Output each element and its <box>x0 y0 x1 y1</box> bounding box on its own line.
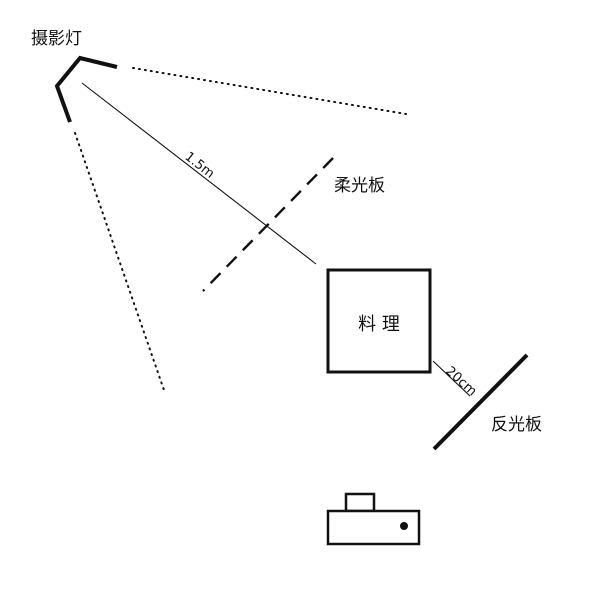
diffuser-panel <box>202 157 334 292</box>
reflector-label: 反光板 <box>491 415 542 435</box>
light-label: 摄影灯 <box>31 29 82 49</box>
diffuser-label: 柔光板 <box>334 176 385 196</box>
reflector-distance-line <box>432 360 471 397</box>
reflector-distance-label: 20cm <box>442 364 479 399</box>
light-beam-upper <box>132 67 407 115</box>
studio-light-icon <box>54 55 118 123</box>
light-beam-lower <box>74 132 166 394</box>
camera-icon <box>326 492 421 546</box>
food-area <box>326 268 432 374</box>
reflector-panel <box>432 353 529 451</box>
food-label: 料 理 <box>358 314 400 335</box>
light-distance-line <box>81 82 317 265</box>
light-distance-label: 1.5m <box>182 149 218 181</box>
